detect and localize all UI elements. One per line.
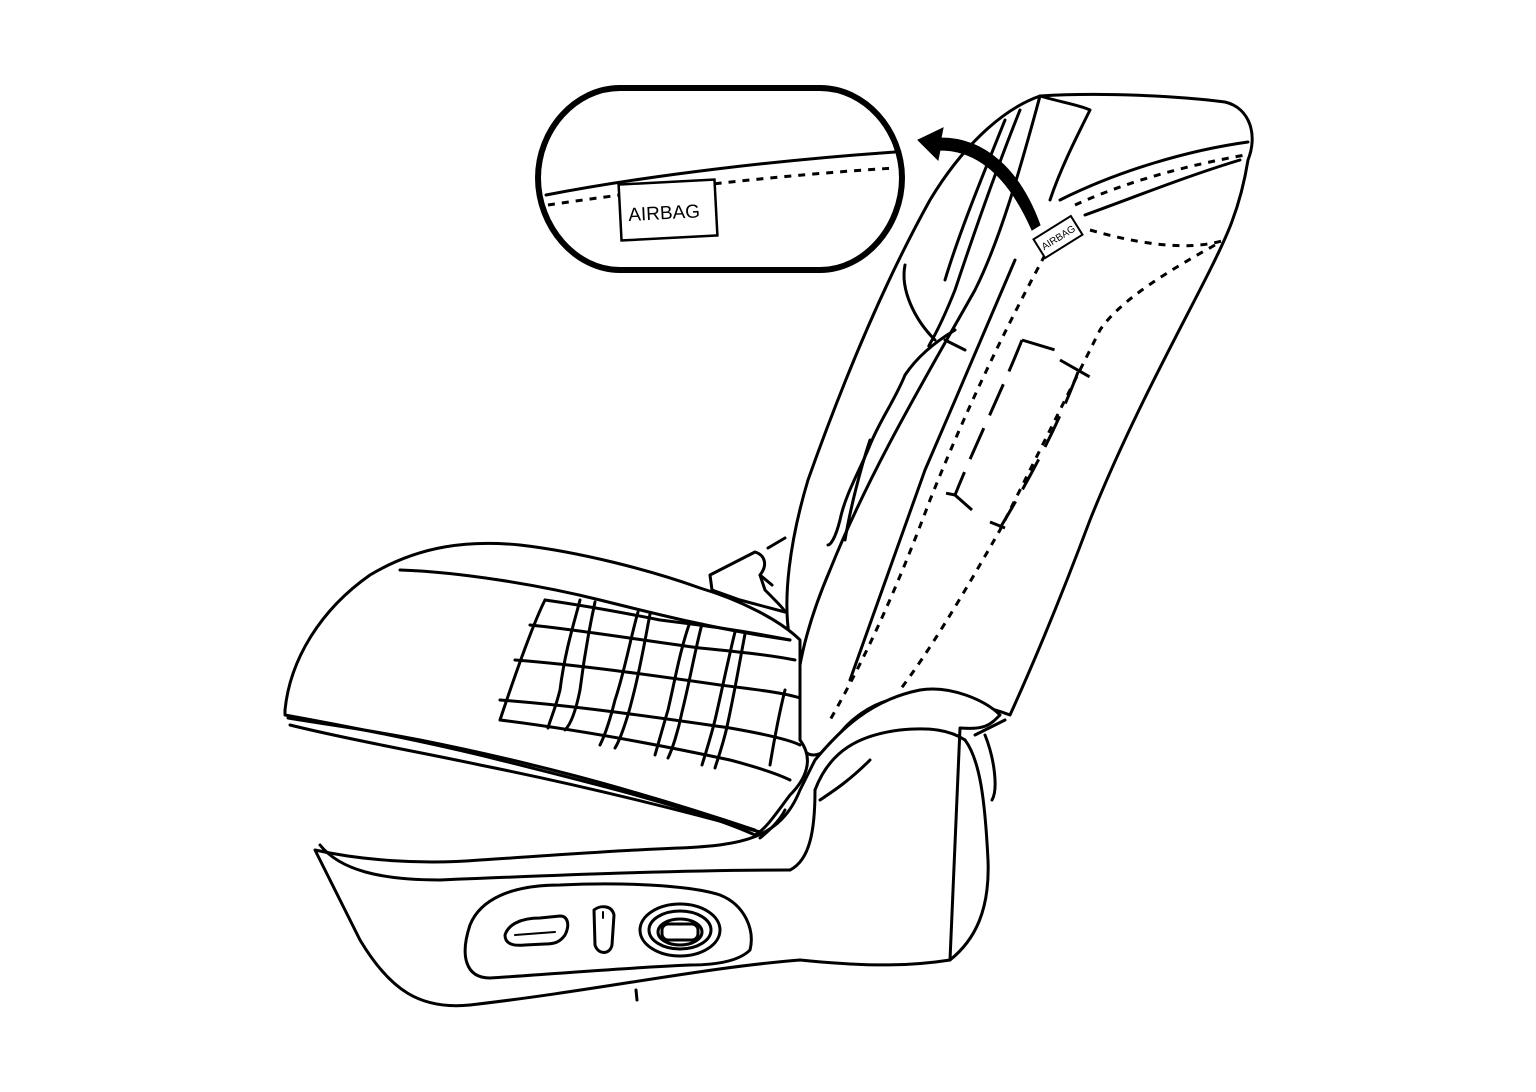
seat-adjust-switch [503, 914, 570, 947]
callout-arrow [917, 127, 1041, 231]
callout-airbag-label: AIRBAG [628, 201, 701, 226]
curved-arrow-icon [917, 127, 1041, 231]
seat-backrest: AIRBAG [785, 92, 1254, 757]
seat-cushion [283, 541, 809, 837]
airbag-location-outline [939, 338, 1091, 530]
recline-switch [592, 905, 616, 954]
seat-base [313, 687, 1007, 1008]
cushion-quilting [498, 598, 802, 782]
callout-bubble: AIRBAG [534, 85, 906, 273]
seat-belt-buckle [708, 536, 787, 614]
callout-airbag-tag: AIRBAG [617, 178, 719, 242]
seat-controls-panel [463, 882, 753, 980]
